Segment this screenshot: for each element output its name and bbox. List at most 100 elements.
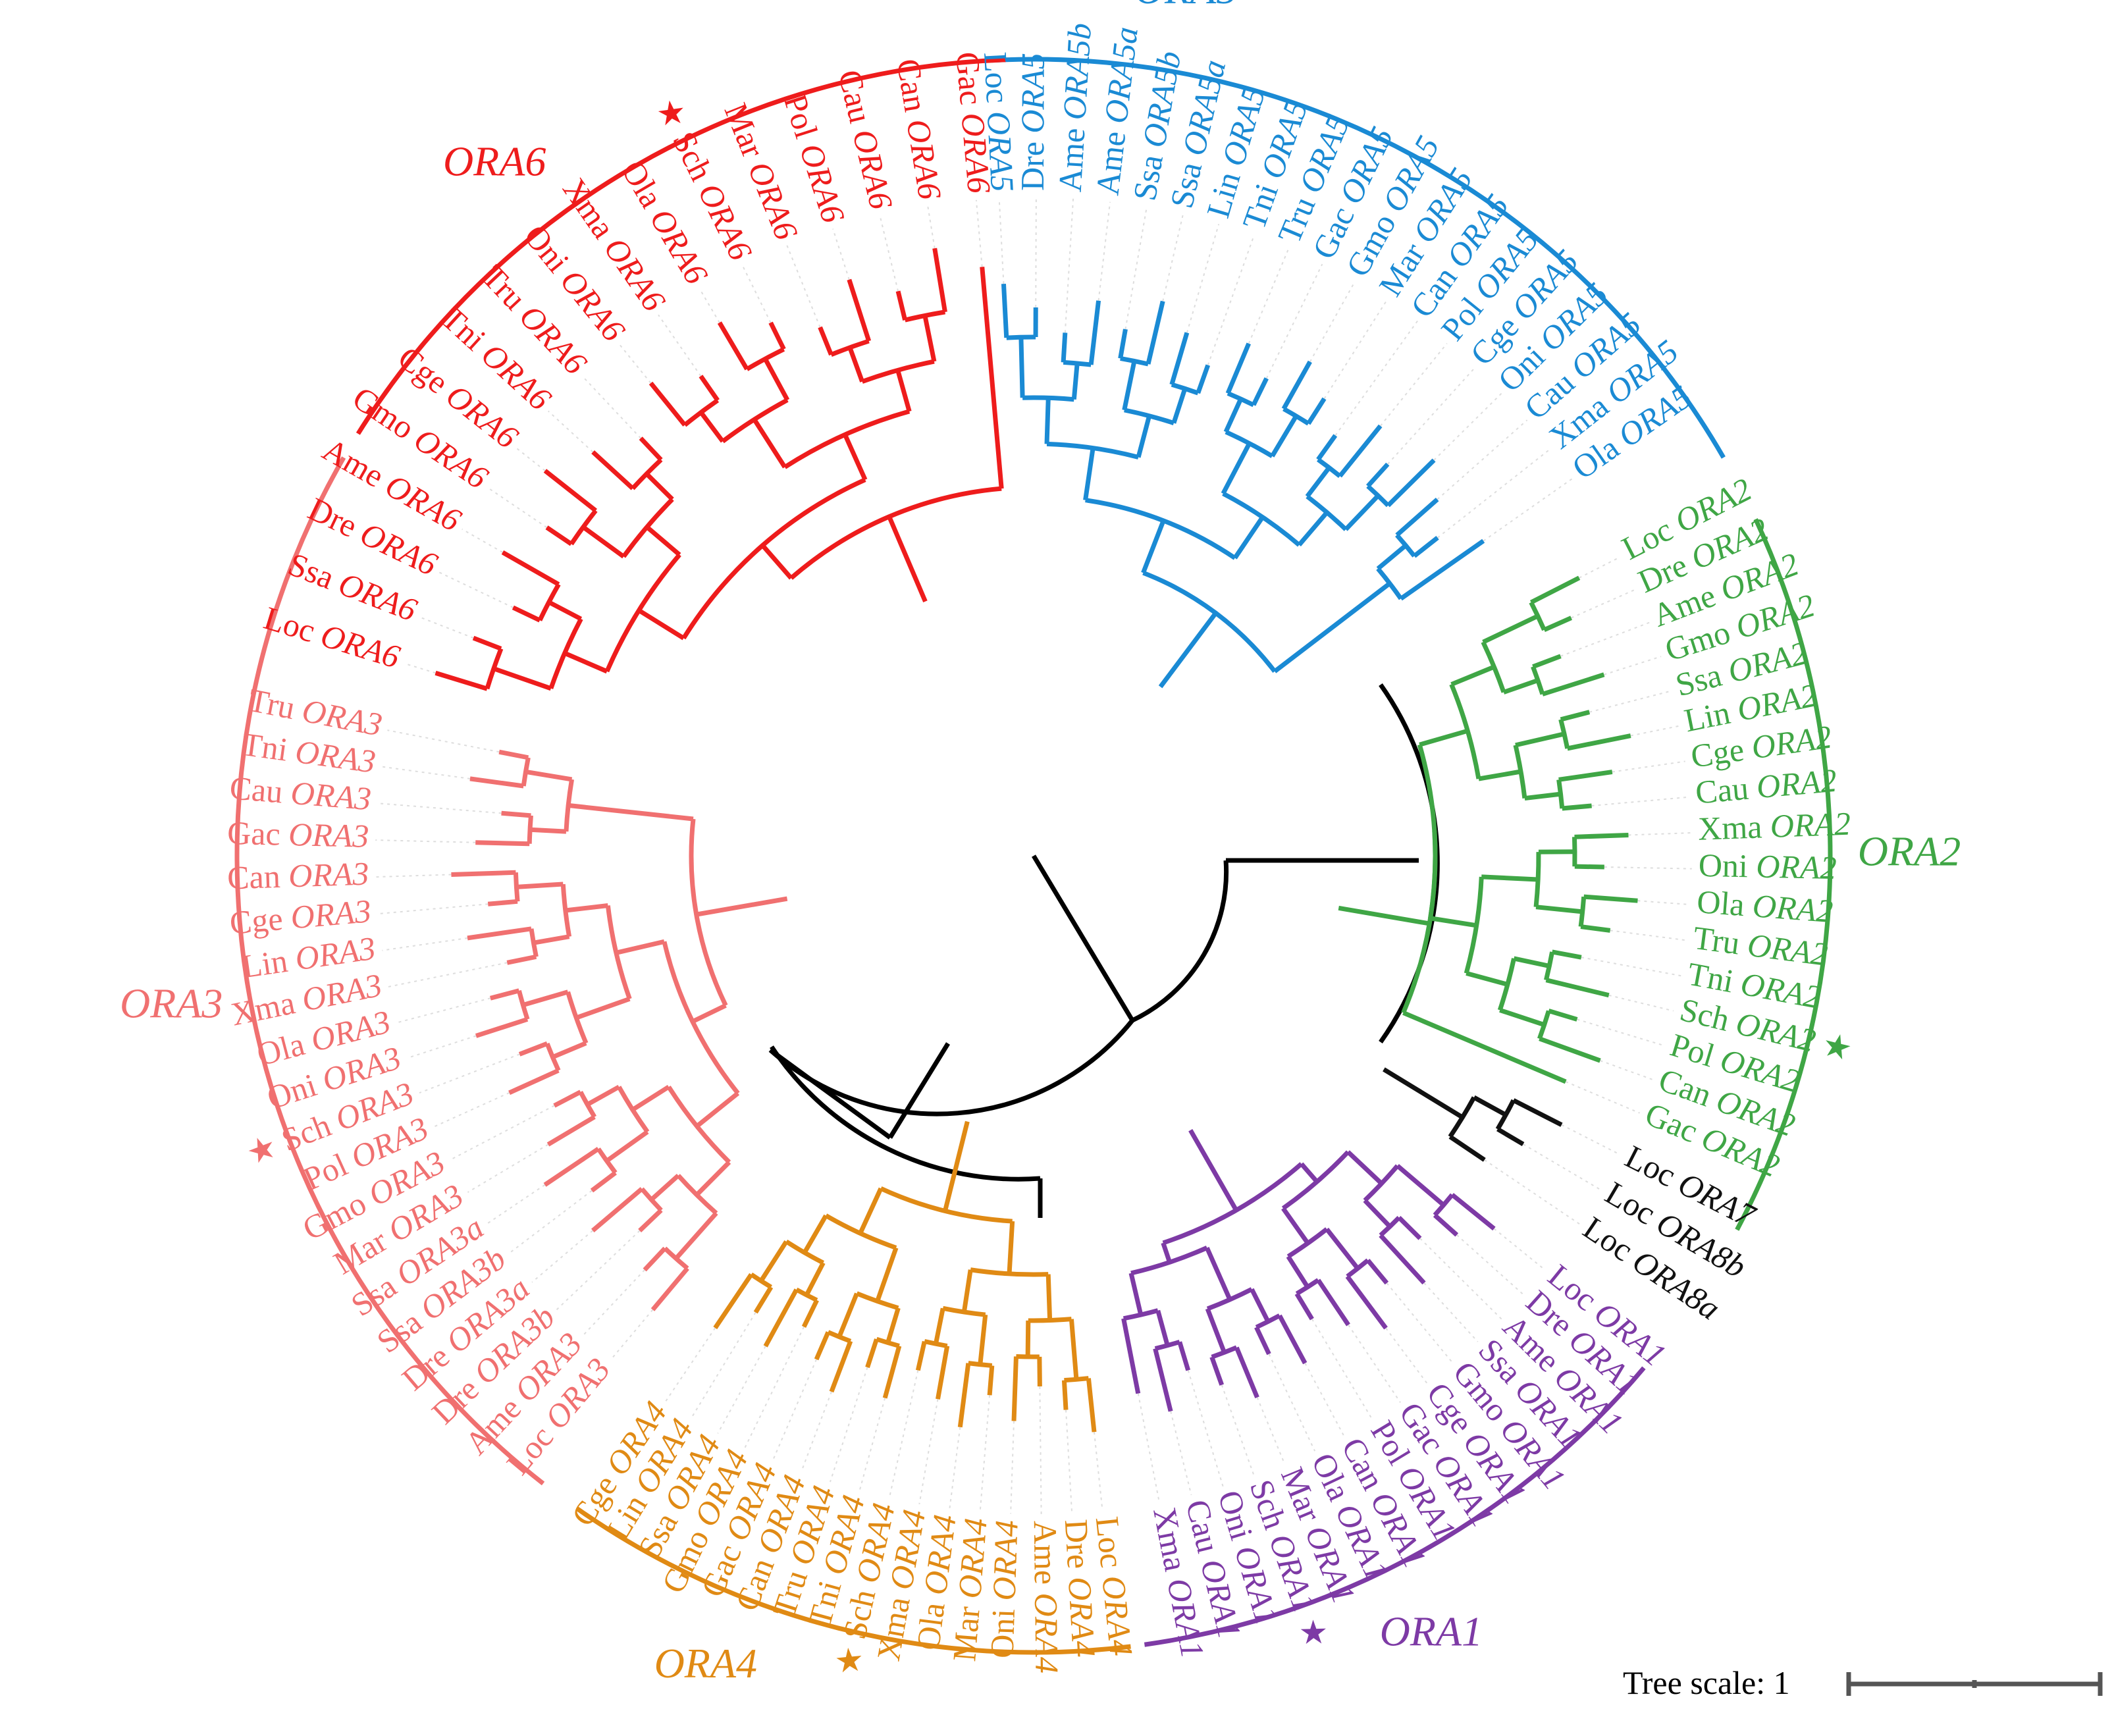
guide-lines [375, 197, 1692, 1514]
guide-line [404, 662, 436, 674]
guide-line [1065, 1409, 1073, 1513]
branch [1146, 300, 1165, 365]
branch [674, 1211, 718, 1260]
branch [865, 1338, 879, 1369]
branch [961, 1269, 973, 1313]
guide-line [691, 1312, 756, 1419]
branch [1300, 1162, 1319, 1184]
branch [1539, 1036, 1601, 1063]
branch-arc [1286, 1227, 1329, 1259]
guide-line [1437, 419, 1528, 500]
branch [1161, 1242, 1172, 1263]
guide-line [1589, 690, 1672, 713]
guide-line [918, 1399, 939, 1504]
branch [695, 1160, 731, 1197]
guide-line [1577, 1018, 1664, 1047]
branch [843, 433, 868, 481]
branch [752, 418, 787, 469]
branch [1399, 539, 1485, 601]
leaf-label: Xma ORA4 [870, 1507, 932, 1664]
leaf-label: Cau ORA2 [1694, 762, 1838, 811]
branch-arc [1306, 494, 1348, 531]
guide-line [1493, 1228, 1546, 1271]
branch [957, 1363, 971, 1428]
guide-line [832, 228, 850, 280]
guide-line [375, 839, 476, 843]
guide-line [1483, 477, 1573, 542]
branch [1136, 415, 1151, 458]
branch [1281, 1207, 1310, 1245]
guide-line [1437, 448, 1552, 539]
branch [1018, 337, 1025, 398]
branch-arc [1123, 1308, 1159, 1321]
guide-line [1093, 1432, 1103, 1511]
branch [1548, 1009, 1578, 1022]
branch-arc [1130, 1246, 1208, 1276]
branch-arc [1558, 719, 1570, 749]
branch-arc [1556, 779, 1565, 809]
branch [1294, 1292, 1314, 1321]
branch [885, 1307, 901, 1344]
branch [1305, 466, 1331, 498]
branch-arc [1433, 1193, 1454, 1217]
branch [1205, 1246, 1232, 1301]
branch [1254, 1326, 1271, 1355]
guide-line [1162, 214, 1184, 302]
branch [1128, 1273, 1144, 1316]
branch [435, 670, 488, 691]
branch [650, 1267, 689, 1311]
leaf-label: Cge ORA3 [228, 893, 373, 942]
branch-arc [1366, 484, 1390, 508]
branch [1069, 1319, 1079, 1380]
guide-line [717, 1346, 766, 1434]
guide-line [407, 1035, 477, 1059]
branch [1045, 1274, 1053, 1321]
branch [1061, 332, 1068, 363]
clade-label-ora2: ORA2 [1858, 828, 1961, 875]
branch [1395, 497, 1439, 537]
guide-line [1630, 725, 1679, 737]
branch-arc [1497, 958, 1516, 1011]
guide-line [1323, 300, 1388, 399]
branch [1088, 300, 1101, 365]
guide-line [830, 1367, 868, 1483]
branch [501, 810, 531, 818]
clade-labels: ORA5ORA2ORA1ORA4ORA3ORA6 [120, 0, 1961, 1687]
branch [858, 1187, 884, 1234]
branch [1450, 664, 1495, 687]
leaf-label: Can ORA3 [226, 855, 369, 897]
guide-line [801, 1391, 832, 1473]
branch [932, 248, 947, 313]
branch [699, 411, 725, 443]
branch-arc [1379, 1216, 1401, 1238]
branch-arc [1064, 1376, 1089, 1383]
branch [1234, 1346, 1259, 1399]
guide-line [516, 448, 546, 471]
branch [1513, 956, 1550, 968]
guide-line [419, 616, 474, 639]
clade-label-ora4: ORA4 [654, 1640, 757, 1687]
branch-arc [564, 779, 574, 832]
guide-line [396, 997, 491, 1024]
guide-line [1604, 866, 1692, 870]
branch [645, 525, 681, 557]
branch [1419, 728, 1469, 747]
guide-line [375, 874, 452, 878]
branch-arc [1255, 1313, 1281, 1330]
branch [763, 1288, 799, 1348]
branch-arc [1537, 1010, 1551, 1039]
branch [648, 381, 687, 427]
branch [1209, 1356, 1225, 1386]
guide-line [927, 205, 936, 249]
branch [1496, 1127, 1525, 1147]
branch-arc [544, 1042, 561, 1072]
branch [1071, 363, 1080, 400]
branch [1196, 364, 1211, 394]
guide-line [888, 1370, 919, 1498]
guide-line [1571, 589, 1636, 619]
guide-line [1604, 656, 1662, 675]
branch [451, 870, 516, 877]
branch [553, 1090, 582, 1108]
branch [467, 926, 532, 941]
leaf-label: Gac ORA3 [227, 814, 369, 855]
